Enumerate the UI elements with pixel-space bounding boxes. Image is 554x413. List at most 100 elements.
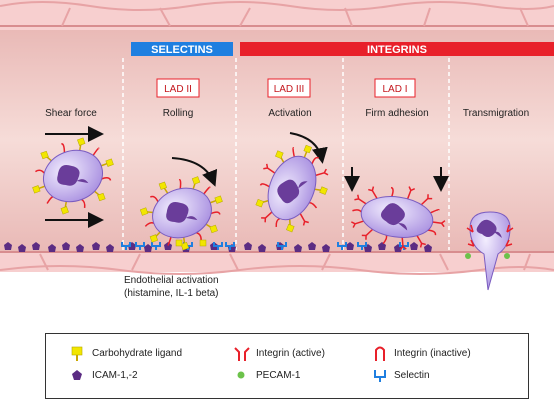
integrin-inactive [427,229,437,236]
icam-molecule [346,242,354,250]
icam-molecule [106,244,114,252]
activation-label: Activation [268,108,311,119]
icam-molecule [258,244,266,252]
integrin-active-icon [234,347,250,361]
integrin-active [350,220,364,228]
rolling-label: Rolling [163,108,194,119]
integrin-inactive [390,186,394,197]
selectin-icon [374,370,386,382]
top-vessel-wall [0,0,554,30]
icam-molecule [244,242,252,250]
integrin-inactive [101,177,112,181]
leukocyte-transmigrating [465,211,514,291]
integrin-inactive [92,147,100,156]
selectin-molecule [151,242,161,250]
integrin-active [420,194,433,206]
integrin-inactive [259,183,270,188]
icam-molecule [4,242,12,250]
carbohydrate-ligand-head [191,176,201,185]
legend-carb-label: Carbohydrate ligand [92,348,183,359]
integrin-inactive [430,208,440,214]
carbohydrate-ligand-head [32,185,41,194]
firm-adhesion-label: Firm adhesion [365,108,428,119]
carbohydrate-ligand-head [214,195,223,204]
selectins-label: SELECTINS [151,44,213,56]
carbohydrate-ligand-head [105,158,114,167]
carbohydrate-ligand-head [139,207,149,216]
icam-molecule [424,244,432,252]
activation-arrow [289,132,328,164]
integrin-inactive-icon [375,346,385,361]
carbohydrate-ligand-head [77,137,86,146]
leukocyte-adherent [350,186,446,251]
selectin-molecule [213,242,223,250]
pecam-icon [237,371,245,379]
integrin-inactive [210,211,221,215]
shear-force-label: Shear force [45,108,97,119]
icam-molecule [92,242,100,250]
icam-molecule [164,242,172,250]
integrins-bar [240,42,554,56]
legend-integrin-active-label: Integrin (active) [256,348,325,359]
integrin-inactive [144,222,155,227]
endothelial-activation-line2: (histamine, IL-1 beta) [124,288,219,299]
integrin-inactive [178,178,182,189]
lad3-label: LAD III [274,84,305,95]
selectin-molecule [337,242,347,250]
icam-molecule [32,242,40,250]
integrin-active [299,213,309,226]
carbohydrate-ligand-head [158,181,168,190]
integrin-inactive [311,156,319,165]
rolling-arrow [171,157,218,187]
carbohydrate-ligand-head [286,223,295,233]
selectin-molecule [277,242,287,250]
selectin-molecule [225,242,235,250]
integrin-inactive [61,143,66,153]
integrin-inactive [149,195,159,203]
selectin-molecule [357,242,367,250]
icam-molecule [322,244,330,252]
carbohydrate-ligand-head [97,192,106,202]
icam-molecule [410,242,418,250]
integrin-inactive [352,209,362,213]
integrin-inactive [292,147,296,158]
step-dividers [122,58,450,250]
integrin-active [361,228,374,240]
integrin-active [261,211,273,223]
integrin-active [354,194,367,205]
integrin-active [432,220,446,228]
carbohydrate-ligand-head [180,242,190,251]
integrin-active [406,186,416,200]
integrin-inactive [203,186,211,195]
icam-molecule [294,244,302,252]
lad3-box [267,78,311,98]
integrin-inactive [81,198,86,209]
bottom-vessel-wall [0,251,554,275]
icam-molecule [48,244,56,252]
icam-molecule [18,244,26,252]
lad2-label: LAD II [164,84,192,95]
legend-icam-label: ICAM-1,-2 [92,370,138,381]
carbohydrate-ligand-head [303,144,312,154]
integrin-active [263,163,276,174]
lad1-box [374,78,416,98]
carbohydrate-ligand-head [275,150,284,159]
integrin-active [416,235,426,248]
icam-molecule [308,242,316,250]
icam-molecule [378,242,386,250]
carbohydrate-ligand-head [209,224,218,234]
integrins-label: INTEGRINS [367,44,427,56]
icam-molecule [62,242,70,250]
integrin-active [315,168,329,177]
lad2-box [156,78,200,98]
carbohydrate-ligand-icon [71,346,83,361]
icam-molecule [76,244,84,252]
lad1-label: LAD I [382,84,407,95]
legend-selectin-label: Selectin [394,370,430,381]
carbohydrate-ligand-head [319,186,328,195]
icam-icon [72,370,82,380]
integrin-active [368,186,378,199]
carbohydrate-ligand-head [40,150,49,160]
integrin-inactive [275,217,280,228]
